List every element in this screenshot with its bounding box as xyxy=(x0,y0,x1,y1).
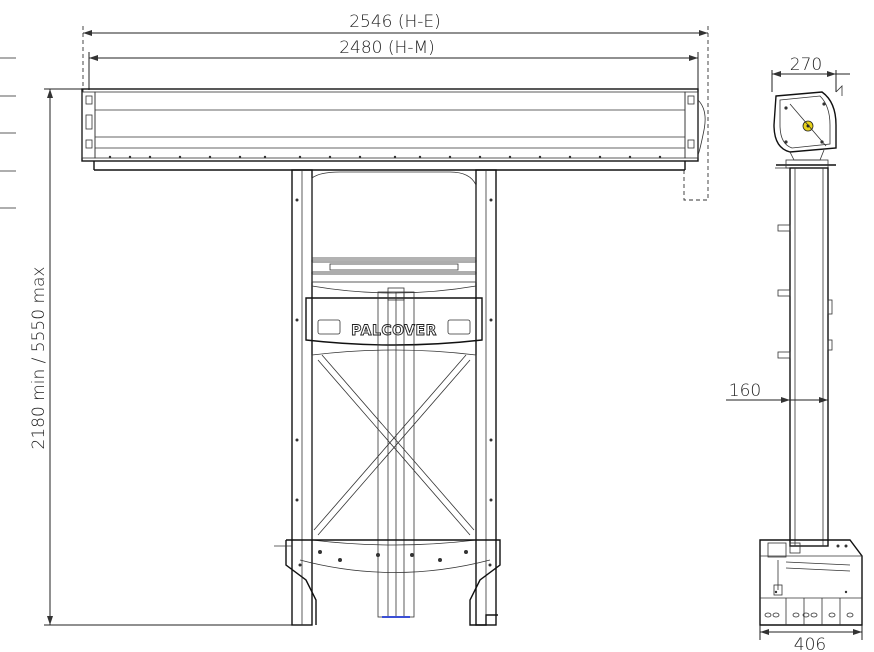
dimension-overall-width: 2546 (H-E) xyxy=(82,12,709,118)
side-view: 270 160 xyxy=(726,55,863,652)
front-top-beam xyxy=(81,88,709,201)
overall-width-label: 2546 (H-E) xyxy=(349,12,441,32)
side-top-depth-label: 270 xyxy=(790,55,822,75)
front-mast-frame: PALCOVER xyxy=(274,169,501,626)
base-depth-label: 406 xyxy=(794,635,826,652)
machine-width-label: 2480 (H-M) xyxy=(339,38,435,58)
brand-logo: PALCOVER xyxy=(351,323,437,339)
margin-ticks xyxy=(0,57,16,209)
column-width-label: 160 xyxy=(729,381,761,401)
dimension-machine-width: 2480 (H-M) xyxy=(88,38,699,90)
height-label: 2180 min / 5550 max xyxy=(29,267,49,450)
